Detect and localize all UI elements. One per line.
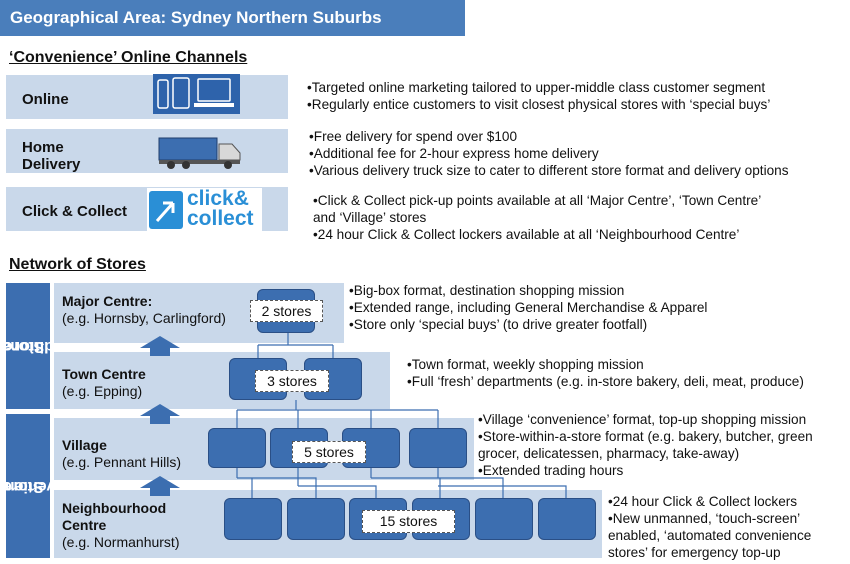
tier-town-bullets: •Town format, weekly shopping mission •F… — [407, 356, 804, 390]
tier-neighbourhood-bullets: •24 hour Click & Collect lockers •New un… — [608, 493, 811, 561]
bullet-text: •Various delivery truck size to cater to… — [309, 163, 789, 178]
bullet-text: •24 hour Click & Collect lockers availab… — [313, 227, 740, 242]
tier-major-bullets: •Big-box format, destination shopping mi… — [349, 282, 707, 333]
convenience-stores-band: Convenience Stores — [0, 414, 87, 558]
channel-online-label: Online — [22, 91, 69, 108]
store-count: 2 stores — [250, 300, 323, 322]
tier-village-bullets: •Village ‘convenience’ format, top-up sh… — [478, 411, 813, 479]
click-collect-bullets: •Click & Collect pick-up points availabl… — [313, 192, 761, 243]
bullet-text: •Extended range, including General Merch… — [349, 300, 708, 315]
bullet-text: •New unmanned, ‘touch-screen’ — [608, 511, 801, 526]
bullet-text: stores’ for emergency top-up — [608, 545, 781, 560]
store-count: 15 stores — [362, 510, 455, 533]
online-channels-heading: ‘Convenience’ Online Channels — [9, 49, 248, 66]
channel-online-box — [6, 75, 288, 119]
bullet-text: enabled, ‘automated convenience — [608, 528, 812, 543]
page-title: Geographical Area: Sydney Northern Subur… — [0, 0, 465, 36]
bullet-text: •Town format, weekly shopping mission — [407, 357, 644, 372]
store-box — [475, 498, 533, 540]
bullet-text: •Store only ‘special buys’ (to drive gre… — [349, 317, 648, 332]
store-box — [224, 498, 282, 540]
tier-major-label: Major Centre:(e.g. Hornsby, Carlingford) — [62, 293, 226, 326]
bullet-text: •Free delivery for spend over $100 — [309, 129, 518, 144]
bullet-text: and ‘Village’ stores — [313, 210, 427, 225]
store-count: 3 stores — [255, 370, 329, 392]
bullet-text: •Store-within-a-store format (e.g. baker… — [478, 429, 813, 444]
store-box — [409, 428, 467, 468]
bullet-text: •Additional fee for 2-hour express home … — [309, 146, 599, 161]
click-collect-logo: click&collect — [147, 188, 262, 232]
home-delivery-bullets: •Free delivery for spend over $100 •Addi… — [309, 128, 789, 179]
bullet-text: •Big-box format, destination shopping mi… — [349, 283, 625, 298]
channel-click-collect-label: Click & Collect — [22, 203, 128, 220]
delivery-truck-icon — [156, 133, 244, 171]
tier-village-label: Village(e.g. Pennant Hills) — [62, 437, 182, 470]
online-bullets: •Targeted online marketing tailored to u… — [307, 79, 770, 113]
bullet-text: •Extended trading hours — [478, 463, 624, 478]
store-box — [538, 498, 596, 540]
bullet-text: •Full ‘fresh’ departments (e.g. in-store… — [407, 374, 804, 389]
network-heading: Network of Stores — [9, 256, 146, 273]
bullet-text: •Village ‘convenience’ format, top-up sh… — [478, 412, 807, 427]
bullet-text: •Regularly entice customers to visit clo… — [307, 97, 771, 112]
up-arrows — [140, 336, 180, 496]
bullet-text: •Click & Collect pick-up points availabl… — [313, 193, 762, 208]
store-box — [208, 428, 266, 468]
store-count: 5 stores — [292, 441, 366, 463]
bullet-text: •24 hour Click & Collect lockers — [608, 494, 798, 509]
bullet-text: •Targeted online marketing tailored to u… — [307, 80, 766, 95]
channel-home-delivery-box — [6, 129, 288, 173]
tier-town-label: Town Centre(e.g. Epping) — [62, 366, 146, 399]
bullet-text: grocer, delicatessen, pharmacy, take-awa… — [478, 446, 740, 461]
cursor-icon — [149, 191, 183, 229]
traditional-stores-band: Traditional Stores — [0, 283, 77, 409]
devices-icon — [153, 74, 240, 114]
store-box — [287, 498, 345, 540]
